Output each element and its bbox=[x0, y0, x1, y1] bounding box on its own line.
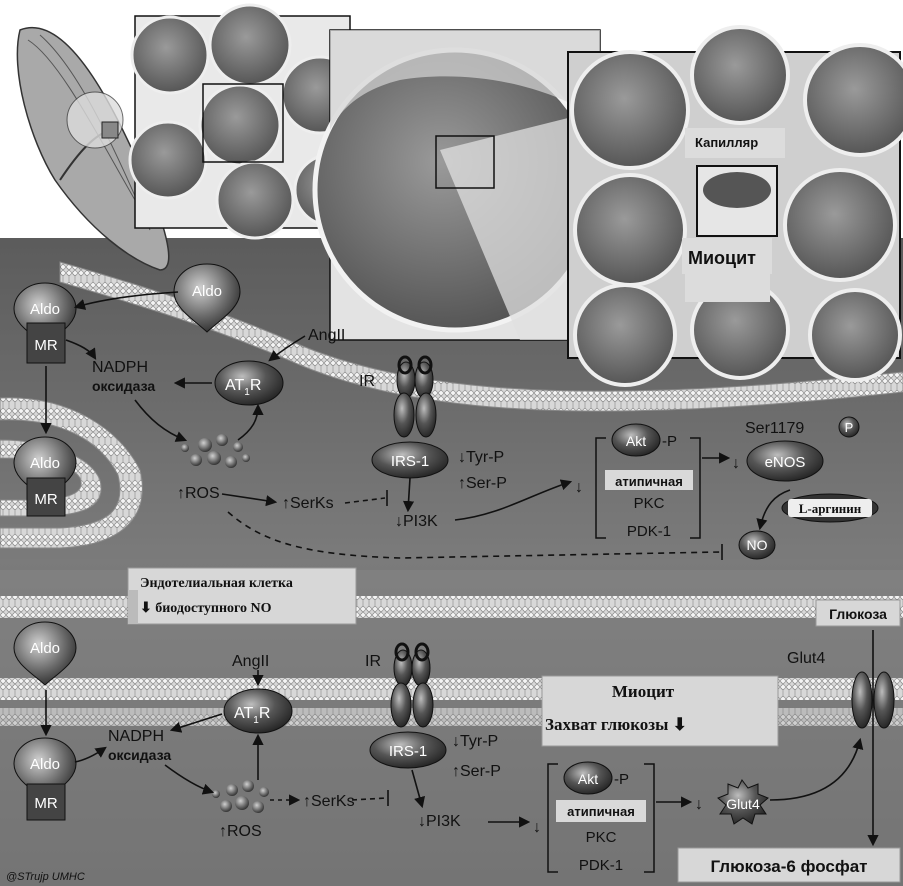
capillary-label: Капилляр bbox=[695, 135, 758, 150]
ir-label-2: IR bbox=[365, 653, 381, 670]
tyr-p-label-2: ↓Tyr-P bbox=[452, 733, 498, 750]
zoom-panel-2 bbox=[315, 30, 600, 340]
svg-text:IRS-1: IRS-1 bbox=[389, 743, 427, 760]
atypical-label-2: атипичная bbox=[567, 804, 635, 819]
akt-protein-1: Akt bbox=[612, 424, 660, 456]
pdk1-label-1: PDK-1 bbox=[627, 523, 671, 540]
svg-text:Aldo: Aldo bbox=[30, 301, 60, 318]
oxidase-label-2: оксидаза bbox=[108, 747, 171, 763]
myocyte-glucose-uptake-box: Миоцит Захват глюкозы ⬇ bbox=[542, 676, 778, 746]
svg-text:NO: NO bbox=[747, 537, 768, 553]
akt-protein-2: Akt bbox=[564, 762, 612, 794]
svg-text:Akt: Akt bbox=[578, 771, 598, 787]
ser-p-label-1: ↑Ser-P bbox=[458, 475, 507, 492]
pkc-label-1: PKC bbox=[634, 495, 665, 512]
akt-p-label-1: -P bbox=[662, 433, 677, 450]
serks-label-1: ↑SerKs bbox=[282, 495, 334, 512]
svg-text:MR: MR bbox=[34, 491, 57, 508]
ser-p-label-2: ↑Ser-P bbox=[452, 763, 501, 780]
at1r-receptor-2: AT1R bbox=[224, 689, 292, 733]
glucose-box: Глюкоза bbox=[816, 600, 900, 626]
down-arrow-akt-1: ↓ bbox=[575, 479, 583, 496]
zoom-panel-3 bbox=[568, 27, 903, 385]
svg-text:eNOS: eNOS bbox=[765, 454, 806, 471]
mr-receptor-2: MR bbox=[27, 478, 65, 516]
svg-text:Glut4: Glut4 bbox=[726, 796, 760, 812]
ser1179-label: Ser1179 bbox=[745, 420, 804, 437]
svg-text:Aldo: Aldo bbox=[192, 283, 222, 300]
at1r-receptor-1: AT1R bbox=[215, 361, 283, 405]
glut4-label: Glut4 bbox=[787, 650, 825, 667]
ros-label-2: ↑ROS bbox=[219, 823, 262, 840]
down-arrow-akt-2: ↓ bbox=[533, 819, 541, 836]
irs1-protein-2: IRS-1 bbox=[370, 732, 446, 768]
svg-text:Глюкоза-6 фосфат: Глюкоза-6 фосфат bbox=[711, 857, 868, 876]
svg-text:MR: MR bbox=[34, 337, 57, 354]
ros-label-1: ↑ROS bbox=[177, 485, 220, 502]
svg-text:Aldo: Aldo bbox=[30, 640, 60, 657]
oxidase-label-1: оксидаза bbox=[92, 378, 155, 394]
no-molecule: NO bbox=[739, 531, 775, 559]
akt-p-label-2: -P bbox=[614, 771, 629, 788]
pi3k-label-1: ↓PI3K bbox=[395, 513, 438, 530]
tyr-p-label-1: ↓Tyr-P bbox=[458, 449, 504, 466]
serks-label-2: ↑SerKs bbox=[303, 793, 355, 810]
p-badge: P bbox=[839, 417, 859, 437]
svg-text:Aldo: Aldo bbox=[30, 756, 60, 773]
svg-text:Миоцит: Миоцит bbox=[612, 682, 675, 701]
endothelial-cell-box: Эндотелиальная клетка ⬇ биодоступного NO bbox=[128, 568, 356, 624]
glucose6p-box: Глюкоза-6 фосфат bbox=[678, 848, 900, 882]
svg-text:Эндотелиальная клетка: Эндотелиальная клетка bbox=[140, 576, 293, 591]
svg-text:⬇ биодоступного NO: ⬇ биодоступного NO bbox=[140, 601, 272, 616]
mr-receptor-1: MR bbox=[27, 323, 65, 363]
pdk1-label-2: PDK-1 bbox=[579, 857, 623, 874]
pi3k-label-2: ↓PI3K bbox=[418, 813, 461, 830]
svg-text:Akt: Akt bbox=[626, 433, 646, 449]
atypical-label-1: атипичная bbox=[615, 474, 683, 489]
ir-label-1: IR bbox=[359, 373, 375, 390]
svg-text:Глюкоза: Глюкоза bbox=[829, 606, 887, 622]
svg-text:Aldo: Aldo bbox=[30, 455, 60, 472]
pkc-label-2: PKC bbox=[586, 829, 617, 846]
svg-text:IRS-1: IRS-1 bbox=[391, 453, 429, 470]
svg-text:L-аргинин: L-аргинин bbox=[799, 501, 862, 516]
mr-receptor-3: MR bbox=[27, 784, 65, 820]
enos-protein: eNOS bbox=[747, 441, 823, 481]
svg-text:Захват глюкозы ⬇: Захват глюкозы ⬇ bbox=[545, 715, 687, 734]
svg-text:MR: MR bbox=[34, 795, 57, 812]
myocyte-top-label: Миоцит bbox=[688, 248, 756, 268]
irs1-protein-1: IRS-1 bbox=[372, 442, 448, 478]
angii-label-1: AngII bbox=[308, 327, 345, 344]
down-arrow-enos: ↓ bbox=[732, 455, 740, 472]
svg-text:P: P bbox=[845, 420, 854, 435]
signature: @STrujp UMHC bbox=[6, 871, 85, 883]
down-arrow-glut4: ↓ bbox=[695, 796, 703, 813]
angii-label-2: AngII bbox=[232, 653, 269, 670]
l-arginine-badge: L-аргинин bbox=[782, 494, 878, 522]
nadph-label-2: NADPH bbox=[108, 728, 164, 745]
nadph-label-1: NADPH bbox=[92, 359, 148, 376]
